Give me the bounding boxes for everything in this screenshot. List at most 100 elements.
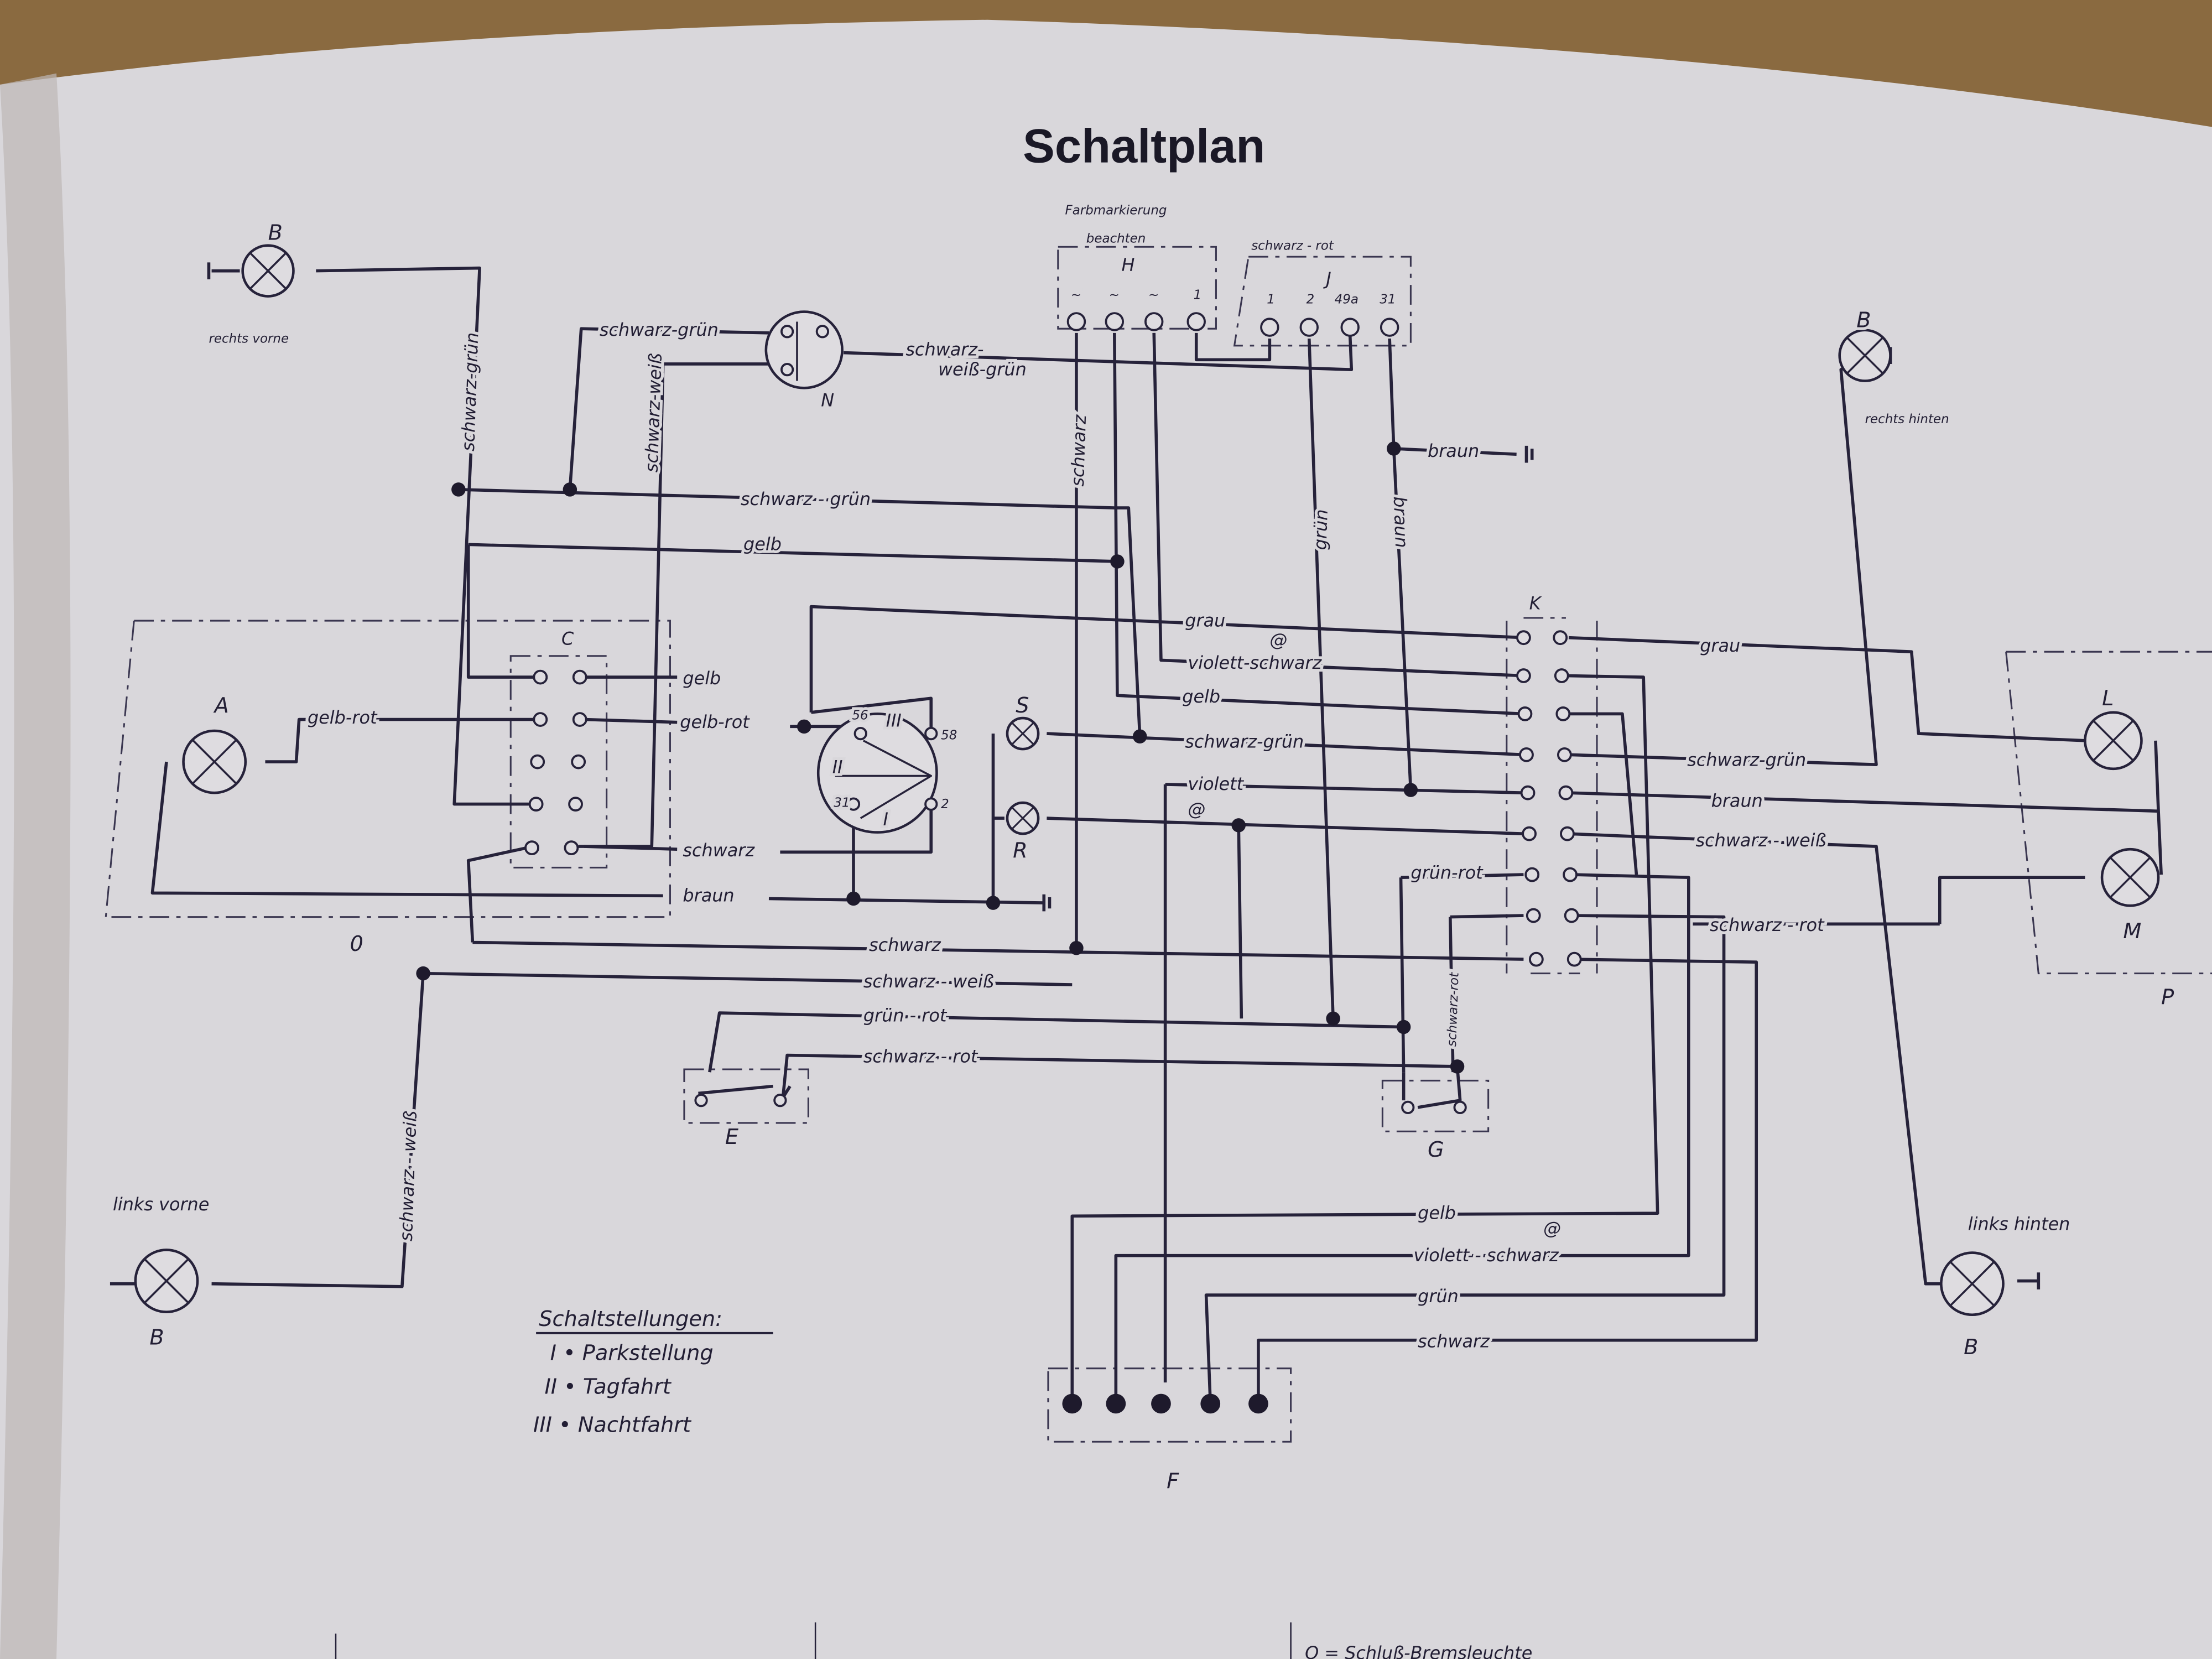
label: schwarz <box>683 840 755 861</box>
wire-gruen-rot-k <box>1399 873 1524 1073</box>
label: schwarz - rot <box>1710 914 1825 935</box>
lamp-a <box>182 729 247 794</box>
label: 1 <box>1267 292 1275 306</box>
light-switch <box>816 713 938 834</box>
connector-f <box>1062 1393 1268 1414</box>
label: 2 <box>941 797 949 812</box>
label: schwarz - weiß <box>1696 830 1826 851</box>
lamp-rear-right <box>1838 329 1892 382</box>
label: gelb <box>1418 1202 1456 1223</box>
wire-schwarz-gruen-n <box>568 327 769 490</box>
k-terminal-block <box>1516 630 1582 967</box>
lamp-r <box>1006 801 1040 835</box>
lamps <box>134 244 2160 1317</box>
label: A <box>213 693 229 718</box>
legend-heading: Schaltstellungen: <box>539 1307 722 1332</box>
wire-s-lamp <box>1047 732 1524 757</box>
terminals <box>524 312 1582 1114</box>
label: @ <box>1543 1218 1561 1239</box>
label: schwarz-grün <box>1185 731 1304 752</box>
lamp-m <box>2100 847 2160 907</box>
label: 0 <box>350 932 363 956</box>
wire-h4-j1 <box>1194 332 1272 362</box>
label: @ <box>1188 799 1205 820</box>
wire-j2-gruen <box>1307 338 1335 1019</box>
label: P <box>2161 985 2174 1010</box>
wire-schwarz-rot-low <box>781 1053 1458 1098</box>
label: schwarz <box>1067 414 1091 487</box>
page-title: Schaltplan <box>1023 119 1265 173</box>
switch-positions-legend: Schaltstellungen: I • Parkstellung II • … <box>533 1307 773 1437</box>
label: 2 <box>1307 292 1315 306</box>
page-shadow <box>0 73 71 1659</box>
lamp-front-left <box>134 1249 199 1313</box>
label: gelb <box>683 668 721 689</box>
wire-h3 <box>1152 332 1524 678</box>
label: weiß-grün <box>938 358 1027 379</box>
label: B <box>149 1325 164 1350</box>
label: gelb-rot <box>680 711 750 732</box>
label: 31 <box>1380 292 1396 306</box>
label: schwarz <box>1418 1330 1490 1351</box>
label: links hinten <box>1968 1214 2070 1235</box>
lamp-l <box>2084 711 2143 771</box>
label: I <box>883 809 888 830</box>
wire-k-right-sr <box>1114 873 2085 1404</box>
label: grau <box>1700 635 1740 656</box>
label: III <box>886 710 902 731</box>
label: gelb <box>743 534 782 555</box>
label: rechts vorne <box>209 332 289 346</box>
legend-item: I • Parkstellung <box>550 1340 714 1365</box>
label: grün <box>1418 1286 1459 1307</box>
label: C <box>561 628 574 649</box>
label: B <box>268 221 283 246</box>
label: S <box>1016 693 1029 718</box>
label: 1 <box>1194 288 1202 303</box>
wire-h2 <box>1112 332 1524 716</box>
wires <box>110 262 2163 1404</box>
wire-k-right-grau <box>1568 636 2085 742</box>
label: grün <box>1309 509 1332 550</box>
label: schwarz-grün <box>1687 750 1806 771</box>
label: schwarz-rot <box>1445 971 1462 1047</box>
label: E <box>725 1125 739 1150</box>
label: schwarz - rot <box>863 1046 979 1067</box>
label: N <box>821 389 834 410</box>
wire-schwarz-gruen-front-right <box>316 266 534 806</box>
wire-k-right-braun <box>1568 740 2163 875</box>
label: B <box>1856 308 1871 333</box>
label: ~ <box>1109 288 1120 303</box>
lamp-rear-left <box>1940 1251 2005 1317</box>
label: R <box>1013 839 1028 864</box>
wire-k-right-3 <box>1569 712 1638 875</box>
label: schwarz-grün <box>457 332 482 451</box>
component-boxes <box>105 246 2212 1443</box>
label: violett <box>1188 773 1244 794</box>
label: braun <box>1428 440 1479 461</box>
wire-k8 <box>1448 914 1524 1073</box>
label: schwarz - weiß <box>863 971 994 992</box>
label: schwarz-weiß <box>641 353 666 473</box>
wire-gruen-rot-low <box>708 1011 1404 1073</box>
wire-grau <box>809 605 1524 713</box>
label: schwarz - grün <box>741 488 871 509</box>
label: ~ <box>1071 288 1081 303</box>
label: schwarz - rot <box>1251 238 1334 253</box>
label: gelb <box>1182 686 1220 707</box>
label: schwarz- <box>905 339 983 360</box>
wire-schwarz-weiss-low <box>211 971 1073 1288</box>
wire-g-switch <box>1402 1066 1462 1109</box>
label: gelb-rot <box>308 707 378 728</box>
junction-dots <box>416 441 1465 1074</box>
wire-k-right-2 <box>1070 674 1659 1404</box>
label: beachten <box>1086 232 1146 246</box>
label: grau <box>1185 610 1225 631</box>
label: rechts hinten <box>1865 412 1949 427</box>
lamp-front-right <box>241 244 295 298</box>
label: ~ <box>1148 288 1159 303</box>
wire-schwarz-weiss-gruen <box>844 335 1354 371</box>
label: F <box>1167 1469 1179 1494</box>
wire-violett <box>1163 783 1524 1383</box>
label: @ <box>1269 630 1287 651</box>
